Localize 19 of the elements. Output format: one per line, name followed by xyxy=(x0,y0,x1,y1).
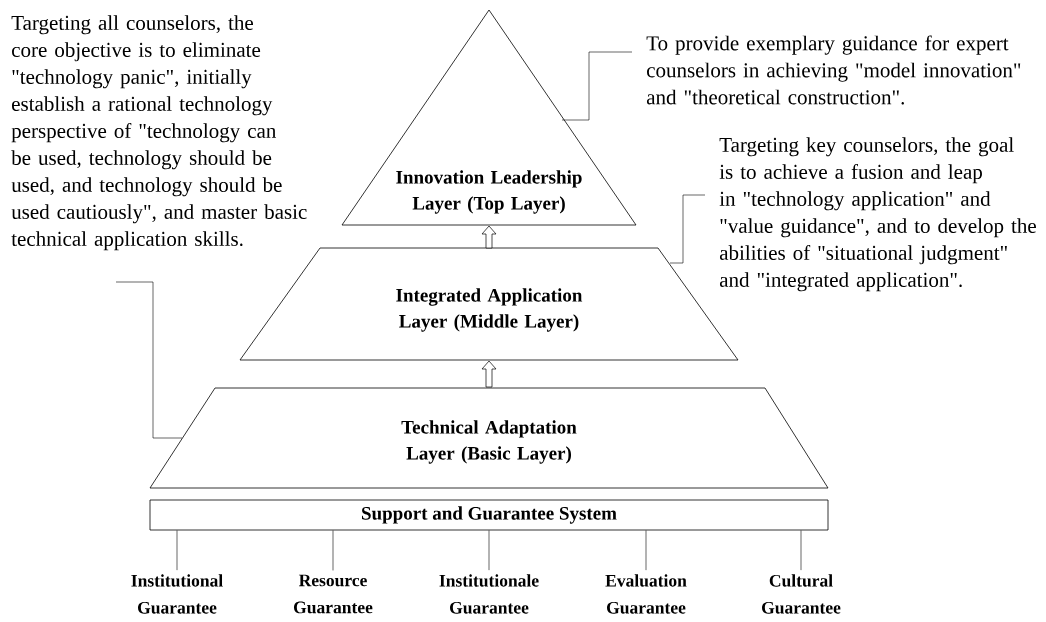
connector-line xyxy=(176,530,178,571)
connector-line xyxy=(332,530,334,571)
leader-line xyxy=(115,281,183,439)
guarantee-label: Cultural Guarantee xyxy=(762,574,841,614)
leader-line xyxy=(561,51,633,121)
callout-text: Targeting key counselors, the goal is to achieve a fusion and leap in "technology application" and "value guidance", and to develop the abilities of "situational judgment" and "integrated application". xyxy=(719,137,1036,292)
system-bar: Support and Guarantee System xyxy=(149,499,829,531)
hollow-arrow xyxy=(481,225,497,249)
guarantee-label: Institutional Guarantee xyxy=(131,574,223,614)
connector-line xyxy=(645,530,647,571)
guarantee-label: Institutionale Guarantee xyxy=(439,574,539,614)
guarantee-label: Evaluation Guarantee xyxy=(605,574,687,614)
callout-text: To provide exemplary guidance for expert counselors in achieving "model innovation" and "theoretical construction". xyxy=(646,35,1021,105)
callout-text: Targeting all counselors, the core objective is to eliminate "technology panic", initially establish a rational technology perspective of "technology can be used, technology should be used, and technology should be used cautiously", and master basic technical application skills. xyxy=(11,15,307,251)
connector-line xyxy=(800,530,802,571)
connector-line xyxy=(488,530,490,571)
guarantee-label: Resource Guarantee xyxy=(294,574,373,614)
hollow-arrow xyxy=(481,360,497,388)
leader-line xyxy=(669,194,706,264)
